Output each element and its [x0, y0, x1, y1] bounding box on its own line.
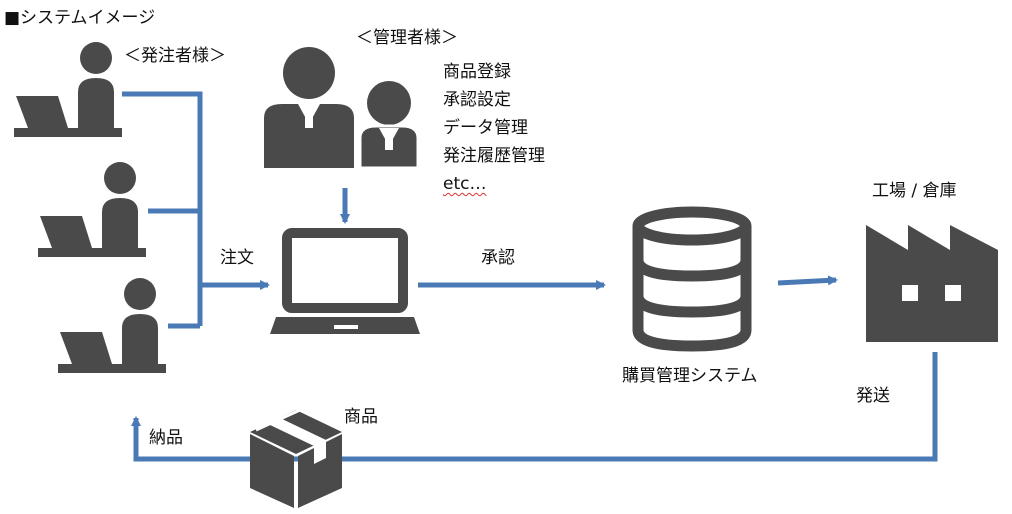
factory-label: 工場 / 倉庫: [872, 181, 957, 201]
task-item: 承認設定: [443, 90, 511, 110]
ship-label: 発送: [856, 386, 890, 406]
task-item: 商品登録: [443, 62, 511, 82]
orderer-3-icon: [58, 278, 166, 373]
cardboard-box-icon: [250, 408, 342, 508]
factory-icon: [866, 225, 998, 342]
delivery-label: 納品: [149, 428, 183, 448]
product-label: 商品: [344, 407, 378, 427]
task-item: etc…: [443, 174, 487, 194]
orderer-connectors: [122, 91, 270, 329]
diagram-title: ■システムイメージ: [4, 8, 156, 28]
task-item: データ管理: [443, 118, 528, 138]
admin-people-icon: [264, 47, 420, 170]
system-label: 購買管理システム: [622, 366, 758, 386]
database-icon: [632, 206, 752, 352]
admins-label: ＜管理者様＞: [356, 28, 458, 48]
admin-task-list: 商品登録 承認設定 データ管理 発注履歴管理 etc…: [443, 58, 545, 198]
task-item: 発注履歴管理: [443, 146, 545, 166]
orderer-2-icon: [38, 162, 146, 257]
approve-label: 承認: [481, 248, 515, 268]
shipping-return-line: [131, 352, 938, 462]
order-label: 注文: [220, 248, 254, 268]
system-to-factory-arrow: [777, 275, 838, 286]
laptop-icon: [270, 228, 420, 334]
orderers-label: ＜発注者様＞: [124, 46, 226, 66]
orderer-1-icon: [14, 42, 122, 137]
